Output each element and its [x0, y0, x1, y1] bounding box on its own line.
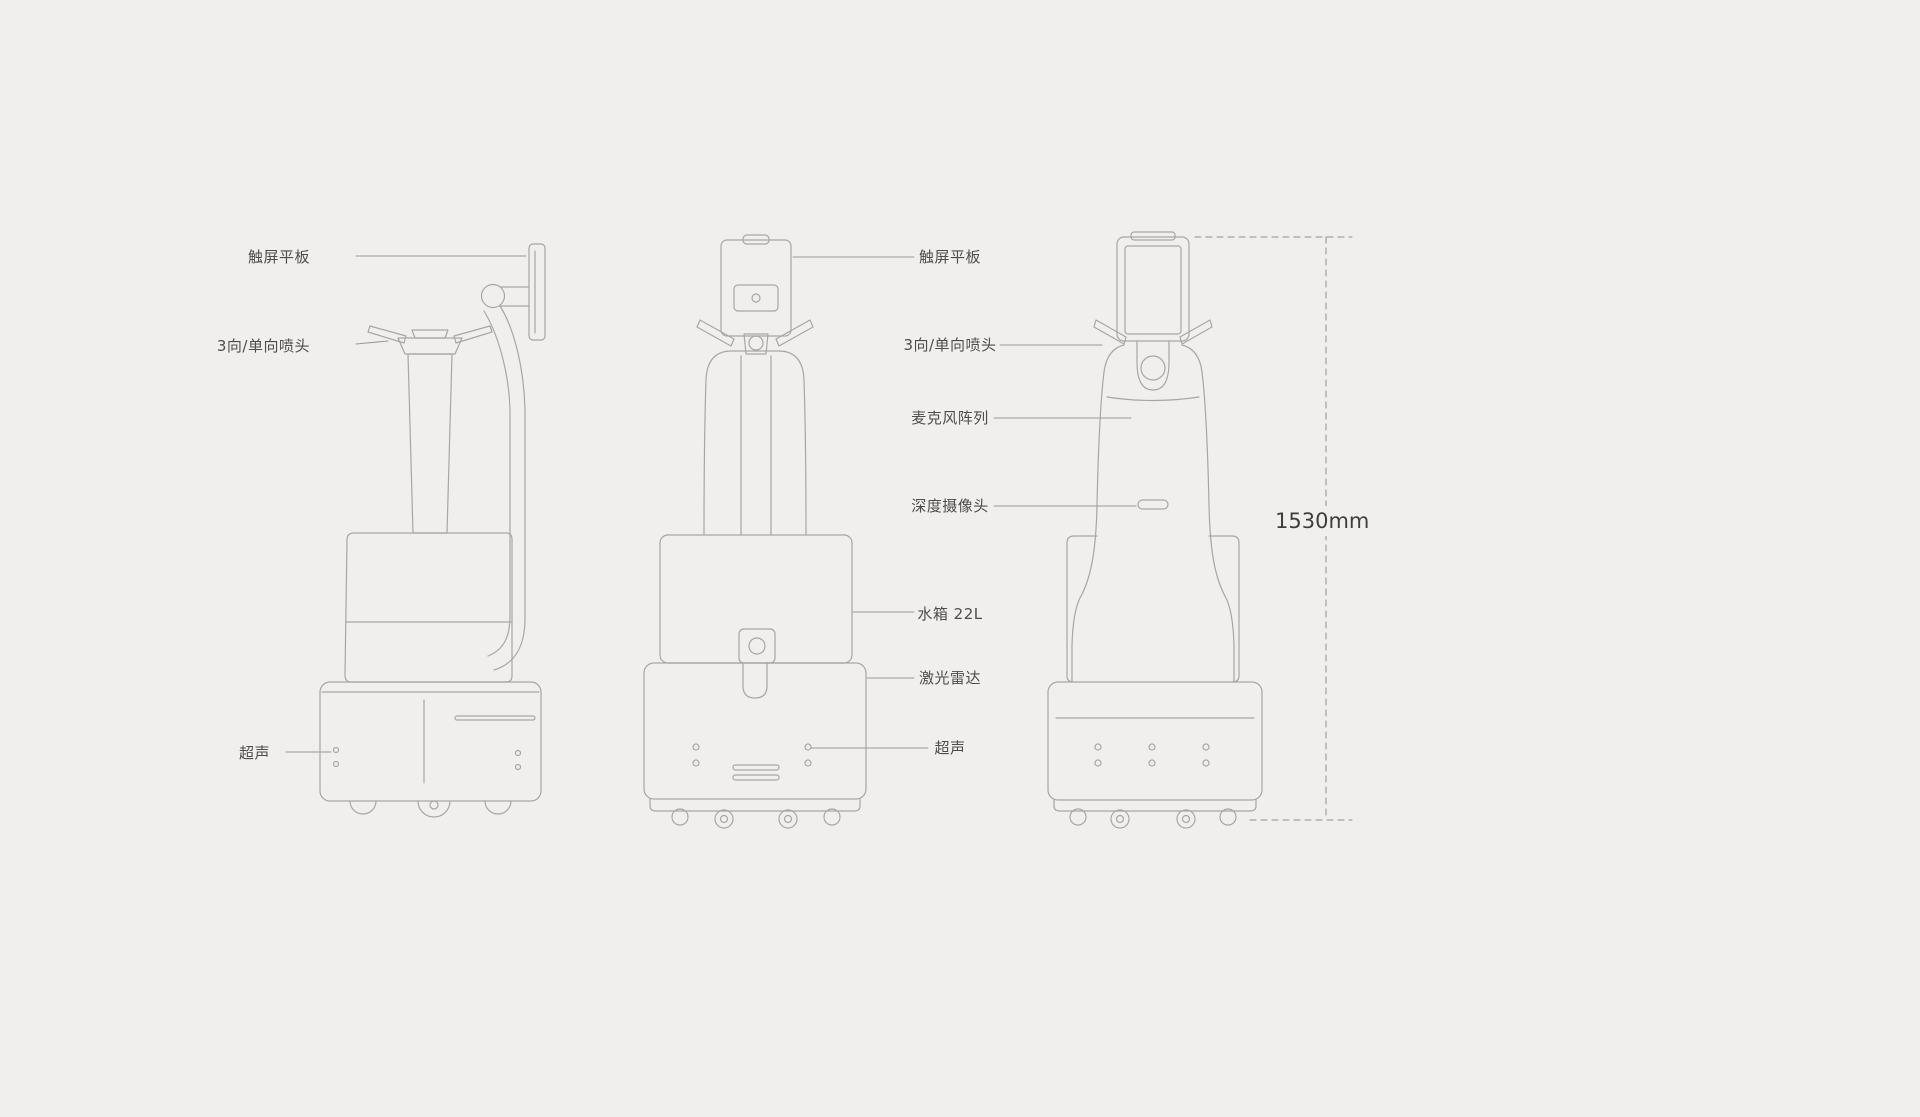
side-neck-column	[407, 353, 453, 534]
display-body	[1071, 344, 1235, 683]
label-microphone-array: 麦克风阵列	[911, 409, 989, 427]
side-spray-nozzle	[367, 325, 493, 355]
label-touchscreen-tablet-center: 触屏平板	[918, 248, 982, 266]
side-water-tank	[344, 532, 513, 683]
display-wheels	[1053, 799, 1257, 829]
display-ultrasonic-sensors	[1094, 743, 1210, 767]
side-base	[319, 681, 542, 802]
label-depth-camera: 深度摄像头	[911, 497, 989, 515]
side-wheels	[349, 800, 512, 818]
side-tablet-mount	[480, 283, 530, 309]
label-touchscreen-tablet-left: 触屏平板	[247, 248, 310, 266]
front-spray-nozzle	[696, 319, 814, 355]
front-water-tank	[659, 534, 853, 664]
side-support-tube	[483, 305, 526, 671]
leader-lines	[285, 255, 1137, 753]
leader-left-nozzle	[355, 340, 389, 345]
robot-side-view	[319, 243, 546, 818]
display-microphone-array	[1106, 340, 1200, 402]
side-tablet	[528, 243, 546, 341]
side-ultrasonic-sensors	[332, 746, 522, 771]
front-tablet-back	[720, 234, 792, 337]
label-ultrasonic-center: 超声	[934, 739, 966, 757]
front-wheels	[649, 798, 861, 829]
dimension-height-label: 1530mm	[1270, 506, 1375, 536]
label-ultrasonic-left: 超声	[238, 744, 270, 762]
display-water-tank	[1066, 535, 1240, 683]
front-ultrasonic-sensors	[692, 743, 812, 767]
display-tablet	[1116, 231, 1190, 342]
front-base	[643, 662, 867, 800]
display-depth-camera	[1137, 499, 1169, 510]
label-lidar: 激光雷达	[918, 669, 982, 687]
display-spray-nozzle	[1093, 319, 1213, 345]
display-base	[1047, 681, 1263, 801]
robot-display-view	[1047, 231, 1263, 829]
robot-front-view	[643, 234, 867, 829]
label-spray-nozzle-left: 3向/单向喷头	[216, 337, 310, 355]
label-water-tank: 水箱 22L	[917, 605, 983, 623]
label-spray-nozzle-center: 3向/单向喷头	[903, 336, 997, 354]
front-neck	[703, 350, 807, 536]
